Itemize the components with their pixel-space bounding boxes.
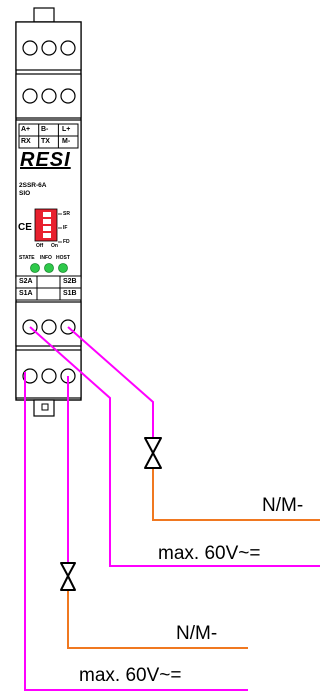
wire-s2b-to-valve-1 xyxy=(67,326,154,438)
rail-clip-top xyxy=(33,7,55,23)
wire-label-neutral-2: N/M- xyxy=(176,623,218,644)
wire-valve-2-to-neutral xyxy=(67,590,248,649)
relay-label-s2a: S2A xyxy=(19,278,33,285)
terminal-screw xyxy=(22,40,38,56)
switch-label-off: Off xyxy=(36,243,44,249)
terminal-label-a-plus: A+ xyxy=(21,126,31,133)
relay-label-s1b: S1B xyxy=(63,290,77,297)
switch-label-fd: FD xyxy=(63,239,70,245)
switch-label-sr: SR xyxy=(63,211,70,217)
relay-label-s1a: S1A xyxy=(19,290,33,297)
terminal-screw xyxy=(41,40,57,56)
led-label-state: STATE xyxy=(19,255,35,261)
terminal-label-rx: RX xyxy=(21,138,31,145)
wire-label-supply-2: max. 60V~= xyxy=(79,665,182,686)
terminal-label-l-plus: L+ xyxy=(62,126,71,133)
ce-mark: CE xyxy=(18,222,32,233)
resi-logo: RESI xyxy=(20,149,71,171)
wire-s1a-supply xyxy=(24,372,248,691)
wire-label-supply-1: max. 60V~= xyxy=(158,543,261,564)
terminal-screw xyxy=(41,88,57,104)
led-label-host: HOST xyxy=(56,255,70,261)
wire-s2a-supply xyxy=(29,326,320,567)
wire-label-neutral-1: N/M- xyxy=(262,495,304,516)
switch-label-on: On xyxy=(51,243,58,249)
terminal-screw-empty xyxy=(41,319,57,335)
valve-1-icon xyxy=(144,437,162,469)
terminal-screw xyxy=(60,40,76,56)
terminal-screw-s1a xyxy=(22,368,38,384)
terminal-label-m-minus: M- xyxy=(62,138,71,145)
led-state xyxy=(30,263,40,273)
terminal-screw-empty xyxy=(41,368,57,384)
led-info xyxy=(44,263,54,273)
terminal-screw xyxy=(60,88,76,104)
valve-2-icon xyxy=(60,562,76,591)
switch-label-if: IF xyxy=(63,225,68,231)
relay-label-s2b: S2B xyxy=(63,278,77,285)
device-model: 2SSR-6A xyxy=(19,182,47,189)
terminal-label-tx: TX xyxy=(41,138,50,145)
terminal-screw xyxy=(22,88,38,104)
led-host xyxy=(58,263,68,273)
device-variant: SIO xyxy=(19,190,31,197)
wire-valve-1-to-neutral xyxy=(152,468,320,521)
terminal-label-b-minus: B- xyxy=(41,126,49,133)
led-label-info: INFO xyxy=(40,255,52,261)
dip-switch xyxy=(34,208,58,242)
